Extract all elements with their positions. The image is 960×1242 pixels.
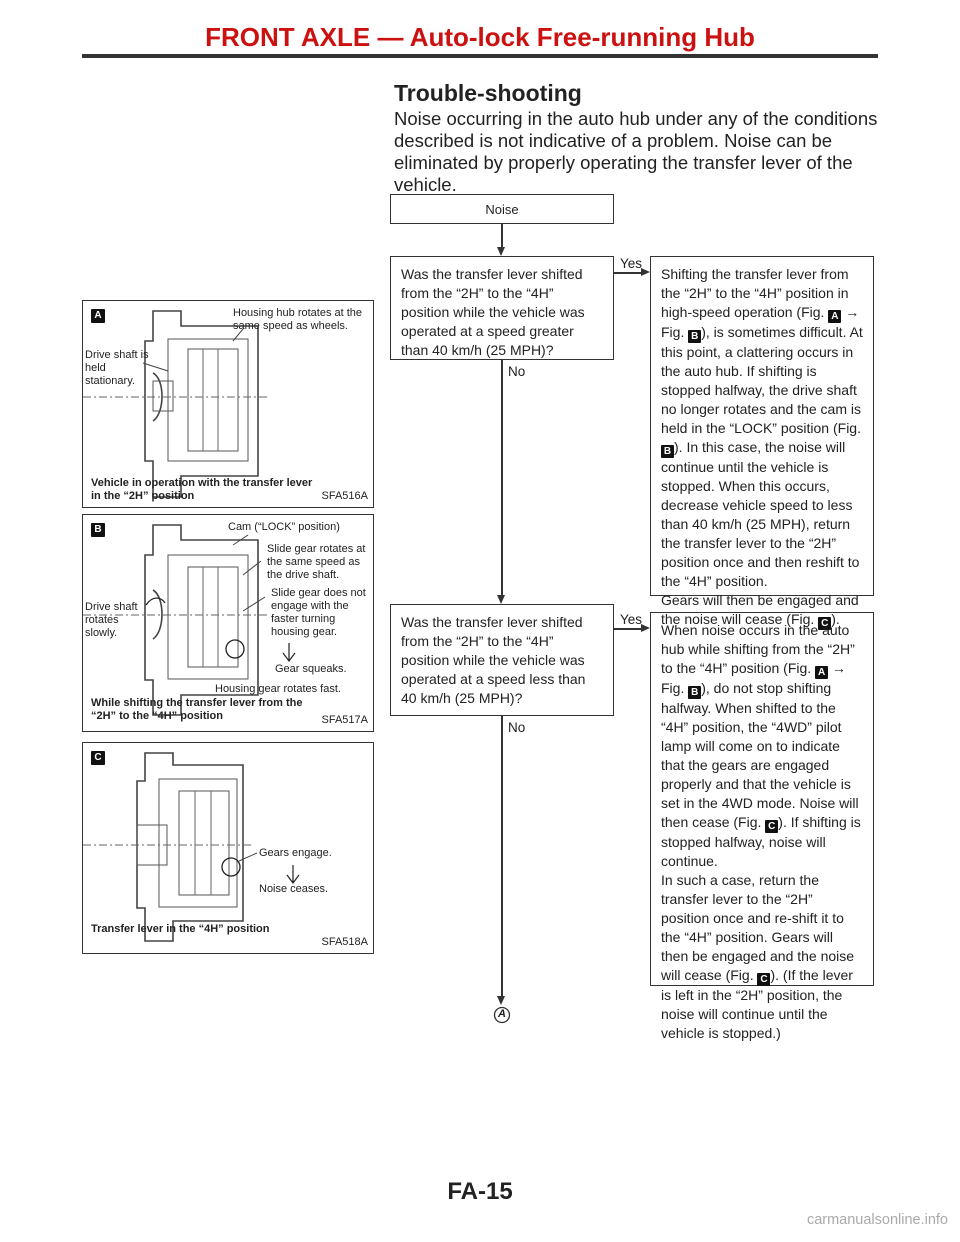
question-box-2: Was the transfer lever shifted from the … bbox=[390, 604, 614, 716]
fig-b-code: SFA517A bbox=[321, 714, 368, 726]
fig-c-badge-icon: C bbox=[765, 820, 779, 833]
header-rule bbox=[82, 54, 878, 58]
fig-c-badge-icon: C bbox=[818, 617, 832, 630]
fig-a-caption: Vehicle in operation with the transfer l… bbox=[91, 477, 313, 502]
fig-a-code: SFA516A bbox=[321, 490, 368, 502]
fig-b-label-housing: Housing gear rotates fast. bbox=[215, 683, 341, 695]
figure-a-badge-icon: A bbox=[91, 309, 105, 323]
yes-label-1: Yes bbox=[620, 256, 643, 271]
fig-b-caption: While shifting the transfer lever from t… bbox=[91, 697, 303, 722]
answer-1-text: Shifting the transfer lever from the “2H… bbox=[661, 266, 863, 589]
flow-arrow-right bbox=[641, 624, 650, 632]
flow-arrow-down bbox=[497, 996, 505, 1005]
fig-b-badge-icon: B bbox=[661, 445, 674, 458]
intro-paragraph: Noise occurring in the auto hub under an… bbox=[394, 108, 878, 195]
fig-c-code: SFA518A bbox=[321, 936, 368, 948]
flow-arrow-down bbox=[497, 247, 505, 256]
flow-start-box: Noise bbox=[390, 194, 614, 224]
answer-box-2: When noise occurs in the auto hub while … bbox=[650, 612, 874, 1041]
answer-2-text-cont: In such a case, return the transfer leve… bbox=[661, 872, 855, 1041]
fig-a-label-shaft: Drive shaft is held stationary. bbox=[85, 349, 149, 387]
fig-a-label-housing: Housing hub rotates at the same speed as… bbox=[233, 307, 363, 332]
hub-diagram-c-icon bbox=[83, 752, 300, 942]
answer-box-1: Shifting the transfer lever from the “2H… bbox=[650, 256, 874, 630]
answer-1-text-cont: Gears will then be engaged and the noise… bbox=[661, 592, 859, 630]
figure-a: A Housing hub rotates at the same speed … bbox=[82, 300, 374, 508]
flow-line bbox=[614, 628, 642, 630]
fig-c-label-engage: Gears engage. bbox=[259, 847, 332, 859]
figure-b-badge-icon: B bbox=[91, 523, 105, 537]
fig-c-caption: Transfer lever in the “4H” position bbox=[91, 923, 270, 935]
answer-2-text: When noise occurs in the auto hub while … bbox=[661, 622, 861, 869]
connector-a-label: A bbox=[498, 1008, 506, 1020]
question-2-text: Was the transfer lever shifted from the … bbox=[401, 614, 586, 706]
no-label-2: No bbox=[508, 720, 526, 735]
question-box-1: Was the transfer lever shifted from the … bbox=[390, 256, 614, 360]
fig-b-badge-icon: B bbox=[688, 330, 702, 343]
figure-b: B Cam (“LOCK” position) Slide gear rotat… bbox=[82, 514, 374, 732]
fig-b-label-shaft: Drive shaft rotates slowly. bbox=[85, 601, 138, 639]
no-label-1: No bbox=[508, 364, 526, 379]
yes-label-2: Yes bbox=[620, 612, 643, 627]
hub-diagram-b-icon bbox=[83, 524, 296, 716]
flow-arrow-down bbox=[497, 595, 505, 604]
figure-c: C Gears engage. Noise ceases. Transfer l… bbox=[82, 742, 374, 954]
flow-arrow-right bbox=[641, 268, 650, 276]
flow-line bbox=[614, 272, 642, 274]
fig-b-label-slide-rotates: Slide gear rotates at the same speed as … bbox=[267, 543, 366, 581]
fig-b-badge-icon: B bbox=[688, 686, 702, 699]
header-title: FRONT AXLE — Auto-lock Free-running Hub bbox=[205, 22, 755, 52]
flow-line bbox=[501, 716, 503, 998]
figure-c-badge-icon: C bbox=[91, 751, 105, 765]
watermark: carmanualsonline.info bbox=[806, 1212, 948, 1228]
hub-diagram-a-icon bbox=[83, 310, 268, 498]
fig-a-badge-icon: A bbox=[828, 310, 842, 323]
flow-line bbox=[501, 360, 503, 597]
fig-b-label-squeaks: Gear squeaks. bbox=[275, 663, 347, 675]
flow-line bbox=[501, 224, 503, 249]
section-title: Trouble-shooting bbox=[394, 80, 582, 106]
connector-a-icon bbox=[493, 1006, 511, 1024]
question-1-text: Was the transfer lever shifted from the … bbox=[401, 266, 585, 358]
fig-b-label-cam: Cam (“LOCK” position) bbox=[228, 521, 340, 533]
fig-c-badge-icon: C bbox=[757, 973, 771, 986]
page-number: FA-15 bbox=[447, 1178, 513, 1205]
fig-b-label-slide-engage: Slide gear does not engage with the fast… bbox=[271, 587, 366, 638]
fig-a-badge-icon: A bbox=[815, 666, 829, 679]
flow-start-label: Noise bbox=[485, 202, 519, 217]
fig-c-label-ceases: Noise ceases. bbox=[259, 883, 329, 895]
